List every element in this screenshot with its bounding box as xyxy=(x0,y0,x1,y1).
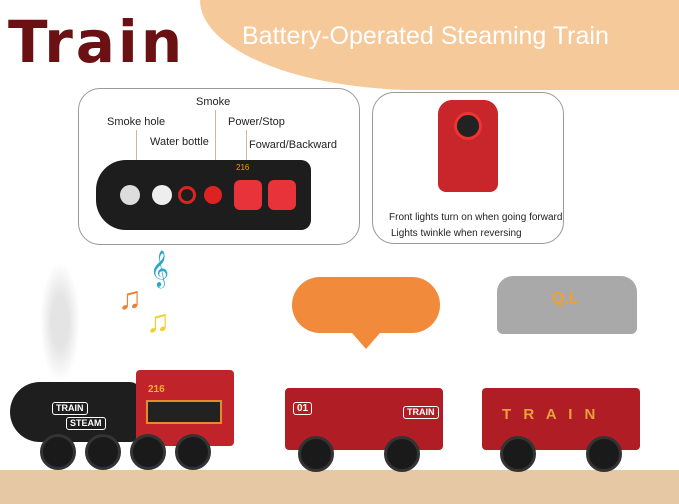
water-bottle xyxy=(152,185,172,205)
smoke-hole xyxy=(120,185,140,205)
lights-line-2: Lights twinkle when reversing xyxy=(391,228,522,239)
engine-front-illustration xyxy=(438,100,498,192)
lights-line-1: Front lights turn on when going forward xyxy=(389,212,563,223)
smoke-button xyxy=(178,186,196,204)
music-note-icon: ♫ xyxy=(146,303,170,339)
leader-line xyxy=(136,130,137,170)
headlight-icon xyxy=(454,112,482,140)
smoke-plume xyxy=(40,262,80,382)
leader-line xyxy=(246,130,247,170)
brand-logo: Train xyxy=(8,8,186,76)
engine-number: 216 xyxy=(148,384,165,395)
wagon-letters: T R A I N xyxy=(502,406,600,423)
label-smoke: Smoke xyxy=(196,96,231,108)
wheel xyxy=(586,436,622,472)
leader-line xyxy=(215,110,216,160)
wheel xyxy=(85,434,121,470)
power-stop-button xyxy=(234,180,262,210)
battery-logo: Q.L xyxy=(552,290,579,307)
label-smoke-hole: Smoke hole xyxy=(107,116,166,128)
wooden-track xyxy=(0,470,679,504)
forward-backward-button xyxy=(268,180,296,210)
battery-box: Q.L xyxy=(497,276,637,334)
engine-cab: 216 xyxy=(136,370,234,446)
headline: Battery-Operated Steaming Train xyxy=(242,22,609,50)
remote-number: 216 xyxy=(236,163,250,172)
label-water-bottle: Water bottle xyxy=(150,136,209,148)
funnel xyxy=(352,333,380,349)
wheel xyxy=(384,436,420,472)
cab-window xyxy=(146,400,222,424)
wagon-number: 01 xyxy=(293,402,313,415)
engine-badge: TRAIN xyxy=(52,402,88,415)
wheel xyxy=(175,434,211,470)
engine: 216 TRAIN STEAM xyxy=(0,360,240,470)
wheel xyxy=(298,436,334,472)
remote-illustration: 216 xyxy=(96,160,311,230)
smoke-button xyxy=(204,186,222,204)
music-note-icon: 𝄞 xyxy=(150,250,169,286)
orange-tank xyxy=(292,277,440,333)
wheel xyxy=(40,434,76,470)
engine-badge: STEAM xyxy=(66,417,106,430)
wheel xyxy=(500,436,536,472)
engine-boiler xyxy=(10,382,140,442)
wheel xyxy=(130,434,166,470)
music-note-icon: ♫ xyxy=(118,280,142,316)
label-power-stop: Power/Stop xyxy=(228,116,285,128)
label-forward-backward: Foward/Backward xyxy=(249,139,338,151)
wagon-badge: TRAIN xyxy=(403,406,439,419)
